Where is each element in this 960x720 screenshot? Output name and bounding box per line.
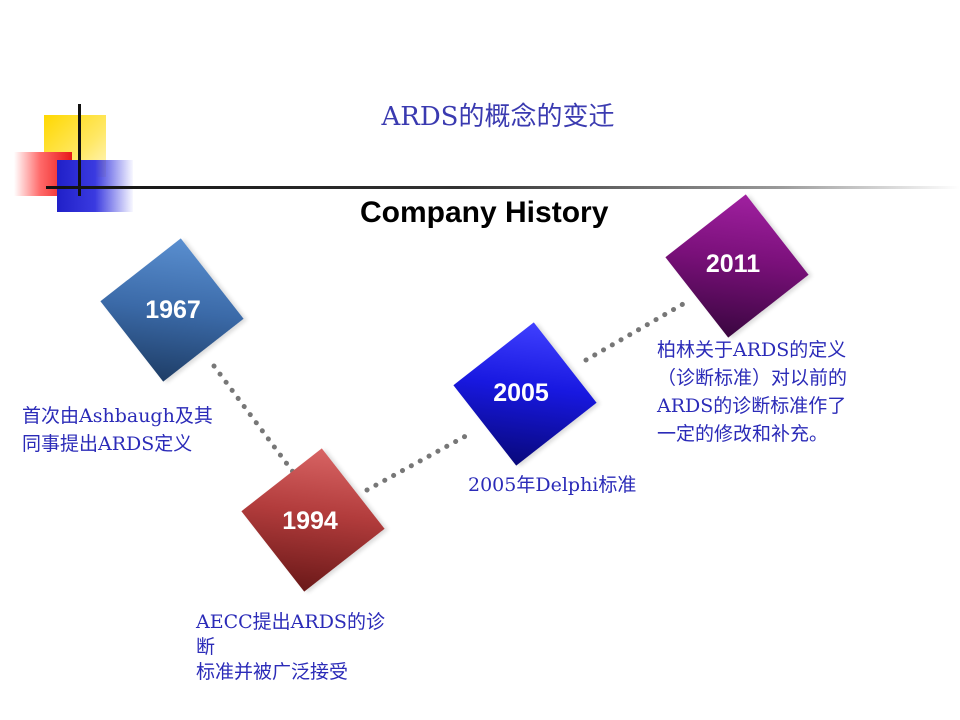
- milestone-2005-note: 2005年Delphi标准: [468, 474, 637, 496]
- milestone-2011-note: 柏林关于ARDS的定义 （诊断标准）对以前的 ARDS的诊断标准作了 一定的修改…: [657, 339, 848, 445]
- milestone-1994-note: AECC提出ARDS的诊 断 标准并被广泛接受: [196, 611, 385, 683]
- milestone-2005-year: 2005: [493, 379, 549, 407]
- milestone-1967-year: 1967: [145, 296, 201, 324]
- slide-title: ARDS的概念的变迁: [381, 102, 615, 132]
- company-history-heading: Company History: [360, 196, 609, 229]
- milestone-1994-year: 1994: [282, 507, 338, 535]
- connector-2005-2011: [583, 297, 693, 363]
- connector-1967-1994: [211, 363, 299, 479]
- title-underline: [46, 186, 960, 189]
- connector-1994-2005: [364, 429, 476, 493]
- milestone-1967-note: 首次由Ashbaugh及其 同事提出ARDS定义: [22, 405, 213, 455]
- decor-vertical-line: [78, 104, 81, 196]
- milestone-2011-year: 2011: [705, 250, 761, 278]
